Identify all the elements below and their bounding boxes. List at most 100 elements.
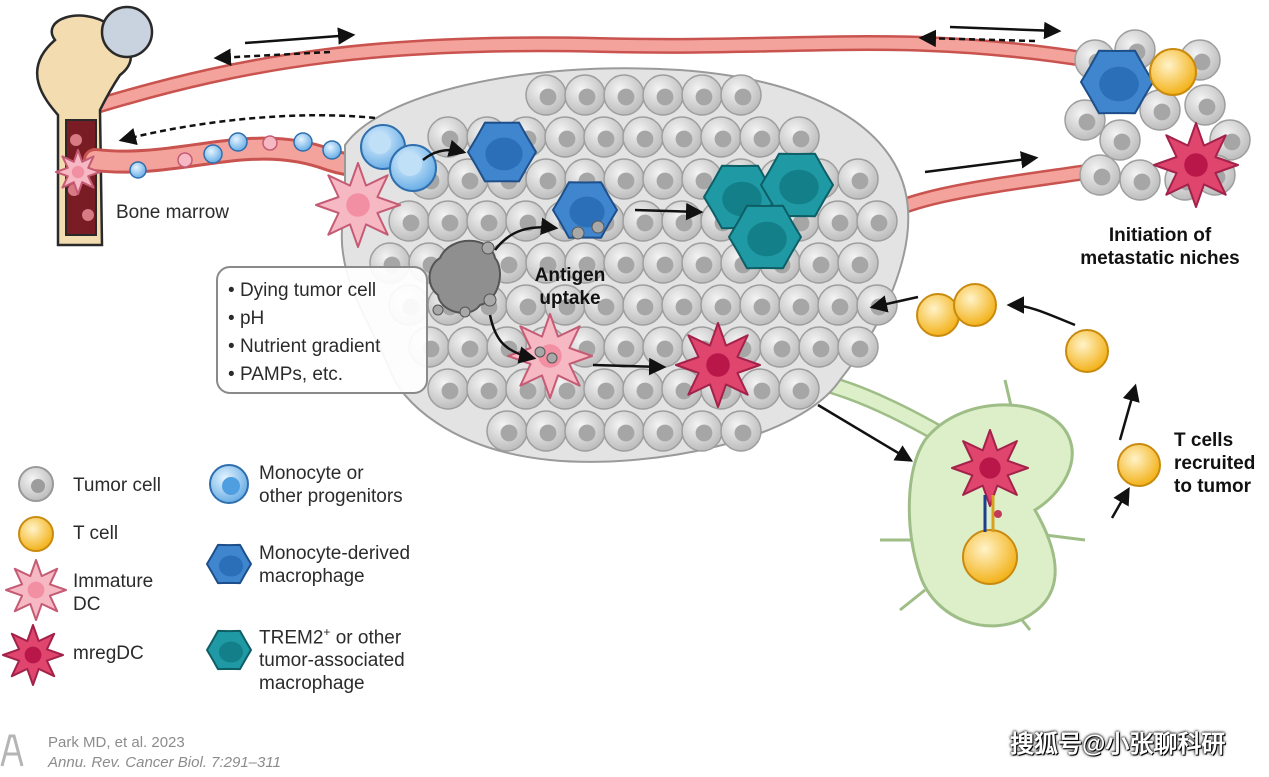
legend-monocyte-macrophage: Monocyte-derived macrophage bbox=[259, 543, 411, 587]
macrophages bbox=[206, 49, 1154, 671]
factors-box: Dying tumor cell pH Nutrient gradient PA… bbox=[216, 266, 428, 394]
t-cells bbox=[916, 48, 1197, 585]
circulating-monocytes bbox=[129, 132, 342, 179]
tumor-cell bbox=[603, 326, 645, 368]
tumor-cell bbox=[642, 74, 684, 116]
tumor-cell bbox=[1099, 119, 1141, 161]
citation-authors: Park MD, et al. 2023 bbox=[48, 734, 185, 751]
legend-mregdc: mregDC bbox=[73, 643, 144, 664]
tumor-cell bbox=[837, 326, 879, 368]
tumor-cell bbox=[661, 284, 703, 326]
tumor-cell bbox=[544, 284, 586, 326]
mregdc bbox=[675, 322, 761, 408]
tumor-cell bbox=[486, 410, 528, 452]
tumor-cell bbox=[466, 200, 508, 242]
trem2-or-other: or other bbox=[330, 627, 402, 649]
trem2-macrophage bbox=[760, 152, 834, 218]
tumor-cell bbox=[837, 158, 879, 200]
tumor-cell bbox=[622, 200, 664, 242]
tumor-cell bbox=[778, 284, 820, 326]
monocytes-entering bbox=[360, 124, 437, 192]
tumor-cell bbox=[856, 200, 898, 242]
initiation-label: Initiation of metastatic niches bbox=[1080, 225, 1240, 269]
tumor-cell bbox=[603, 410, 645, 452]
tumor-cell bbox=[447, 326, 489, 368]
arrows bbox=[118, 21, 1140, 519]
tumor-cell bbox=[564, 410, 606, 452]
tumor-cell bbox=[759, 326, 801, 368]
tumor-cell bbox=[583, 284, 625, 326]
tumor-cell bbox=[1184, 84, 1226, 126]
journal-logo bbox=[0, 732, 24, 768]
factor-item: PAMPs, etc. bbox=[228, 361, 416, 389]
tumor-cell bbox=[466, 368, 508, 410]
tumor-cell bbox=[1064, 99, 1106, 141]
ar-logo-icon bbox=[0, 734, 24, 767]
tumor-cell bbox=[642, 158, 684, 200]
legend-monocyte-macrophage-icon bbox=[206, 543, 252, 585]
tumor-cell bbox=[681, 242, 723, 284]
tumor-cell bbox=[525, 242, 567, 284]
factor-item: pH bbox=[228, 305, 416, 333]
tumor-cell bbox=[583, 116, 625, 158]
tumor-cell bbox=[661, 116, 703, 158]
watermark: 搜狐号@小张聊科研 bbox=[1010, 731, 1226, 758]
tumor-cell bbox=[720, 74, 762, 116]
tumor-cell bbox=[642, 410, 684, 452]
bone-marrow-label: Bone marrow bbox=[116, 202, 229, 223]
tumor-cell bbox=[388, 200, 430, 242]
legend-immature-dc-icon bbox=[5, 559, 67, 621]
legend-immature-dc: Immature DC bbox=[73, 571, 154, 615]
immature-dc bbox=[315, 162, 401, 248]
tumor-cell bbox=[681, 410, 723, 452]
tumor-cell bbox=[427, 200, 469, 242]
tumor-cell bbox=[564, 74, 606, 116]
trem2-macrophage bbox=[728, 204, 802, 270]
tumor-cell bbox=[603, 158, 645, 200]
immature-dc bbox=[55, 149, 101, 195]
tumor-cell bbox=[720, 410, 762, 452]
tumor-cell bbox=[642, 242, 684, 284]
tumor-cell bbox=[603, 242, 645, 284]
legend-monocyte: Monocyte or other progenitors bbox=[259, 463, 403, 507]
tumor-cell bbox=[1139, 89, 1181, 131]
monocyte-derived-macrophage bbox=[467, 121, 537, 183]
legend-trem2-macrophage: TREM2+ or other tumor-associated macroph… bbox=[259, 621, 405, 695]
tumor-cell bbox=[798, 326, 840, 368]
tumor-cell bbox=[583, 368, 625, 410]
tumor-cell bbox=[817, 200, 859, 242]
legend-tumor-cell: Tumor cell bbox=[73, 475, 161, 496]
trem2-text: TREM2 bbox=[259, 627, 324, 649]
tumor-cell bbox=[798, 242, 840, 284]
bone bbox=[35, 5, 154, 247]
tumor-cell bbox=[837, 242, 879, 284]
dying-tumor-cell bbox=[428, 239, 501, 318]
tumor-cell bbox=[739, 284, 781, 326]
tumor-cell bbox=[1079, 154, 1121, 196]
mregdc bbox=[1153, 122, 1239, 208]
tumor-cell bbox=[622, 116, 664, 158]
tumor-cell bbox=[525, 74, 567, 116]
legend-icons bbox=[18, 464, 249, 552]
tumor-cell bbox=[817, 284, 859, 326]
trem2-plus: + bbox=[323, 625, 331, 639]
tumor-cell bbox=[525, 158, 567, 200]
factor-item: Dying tumor cell bbox=[228, 277, 416, 305]
tumor-cell bbox=[1209, 119, 1251, 161]
tumor-cell bbox=[739, 116, 781, 158]
tumor-cell bbox=[622, 284, 664, 326]
tumor-cell bbox=[661, 200, 703, 242]
mregdc bbox=[951, 429, 1029, 507]
dendritic-cells bbox=[2, 122, 1239, 686]
tumor-cell bbox=[544, 116, 586, 158]
t-cells-recruited-label: T cells recruited to tumor bbox=[1174, 430, 1256, 497]
citation: Park MD, et al. 2023 Annu. Rev. Cancer B… bbox=[48, 733, 281, 773]
legend-trem2-macrophage-icon bbox=[206, 629, 252, 671]
antigen-uptake-label: Antigen uptake bbox=[534, 265, 606, 309]
legend-mregdc-icon bbox=[2, 624, 64, 686]
tumor-cell bbox=[778, 116, 820, 158]
monocyte-derived-macrophage bbox=[1080, 49, 1154, 115]
legend-t-cell: T cell bbox=[73, 523, 119, 544]
tumor-cell bbox=[778, 368, 820, 410]
